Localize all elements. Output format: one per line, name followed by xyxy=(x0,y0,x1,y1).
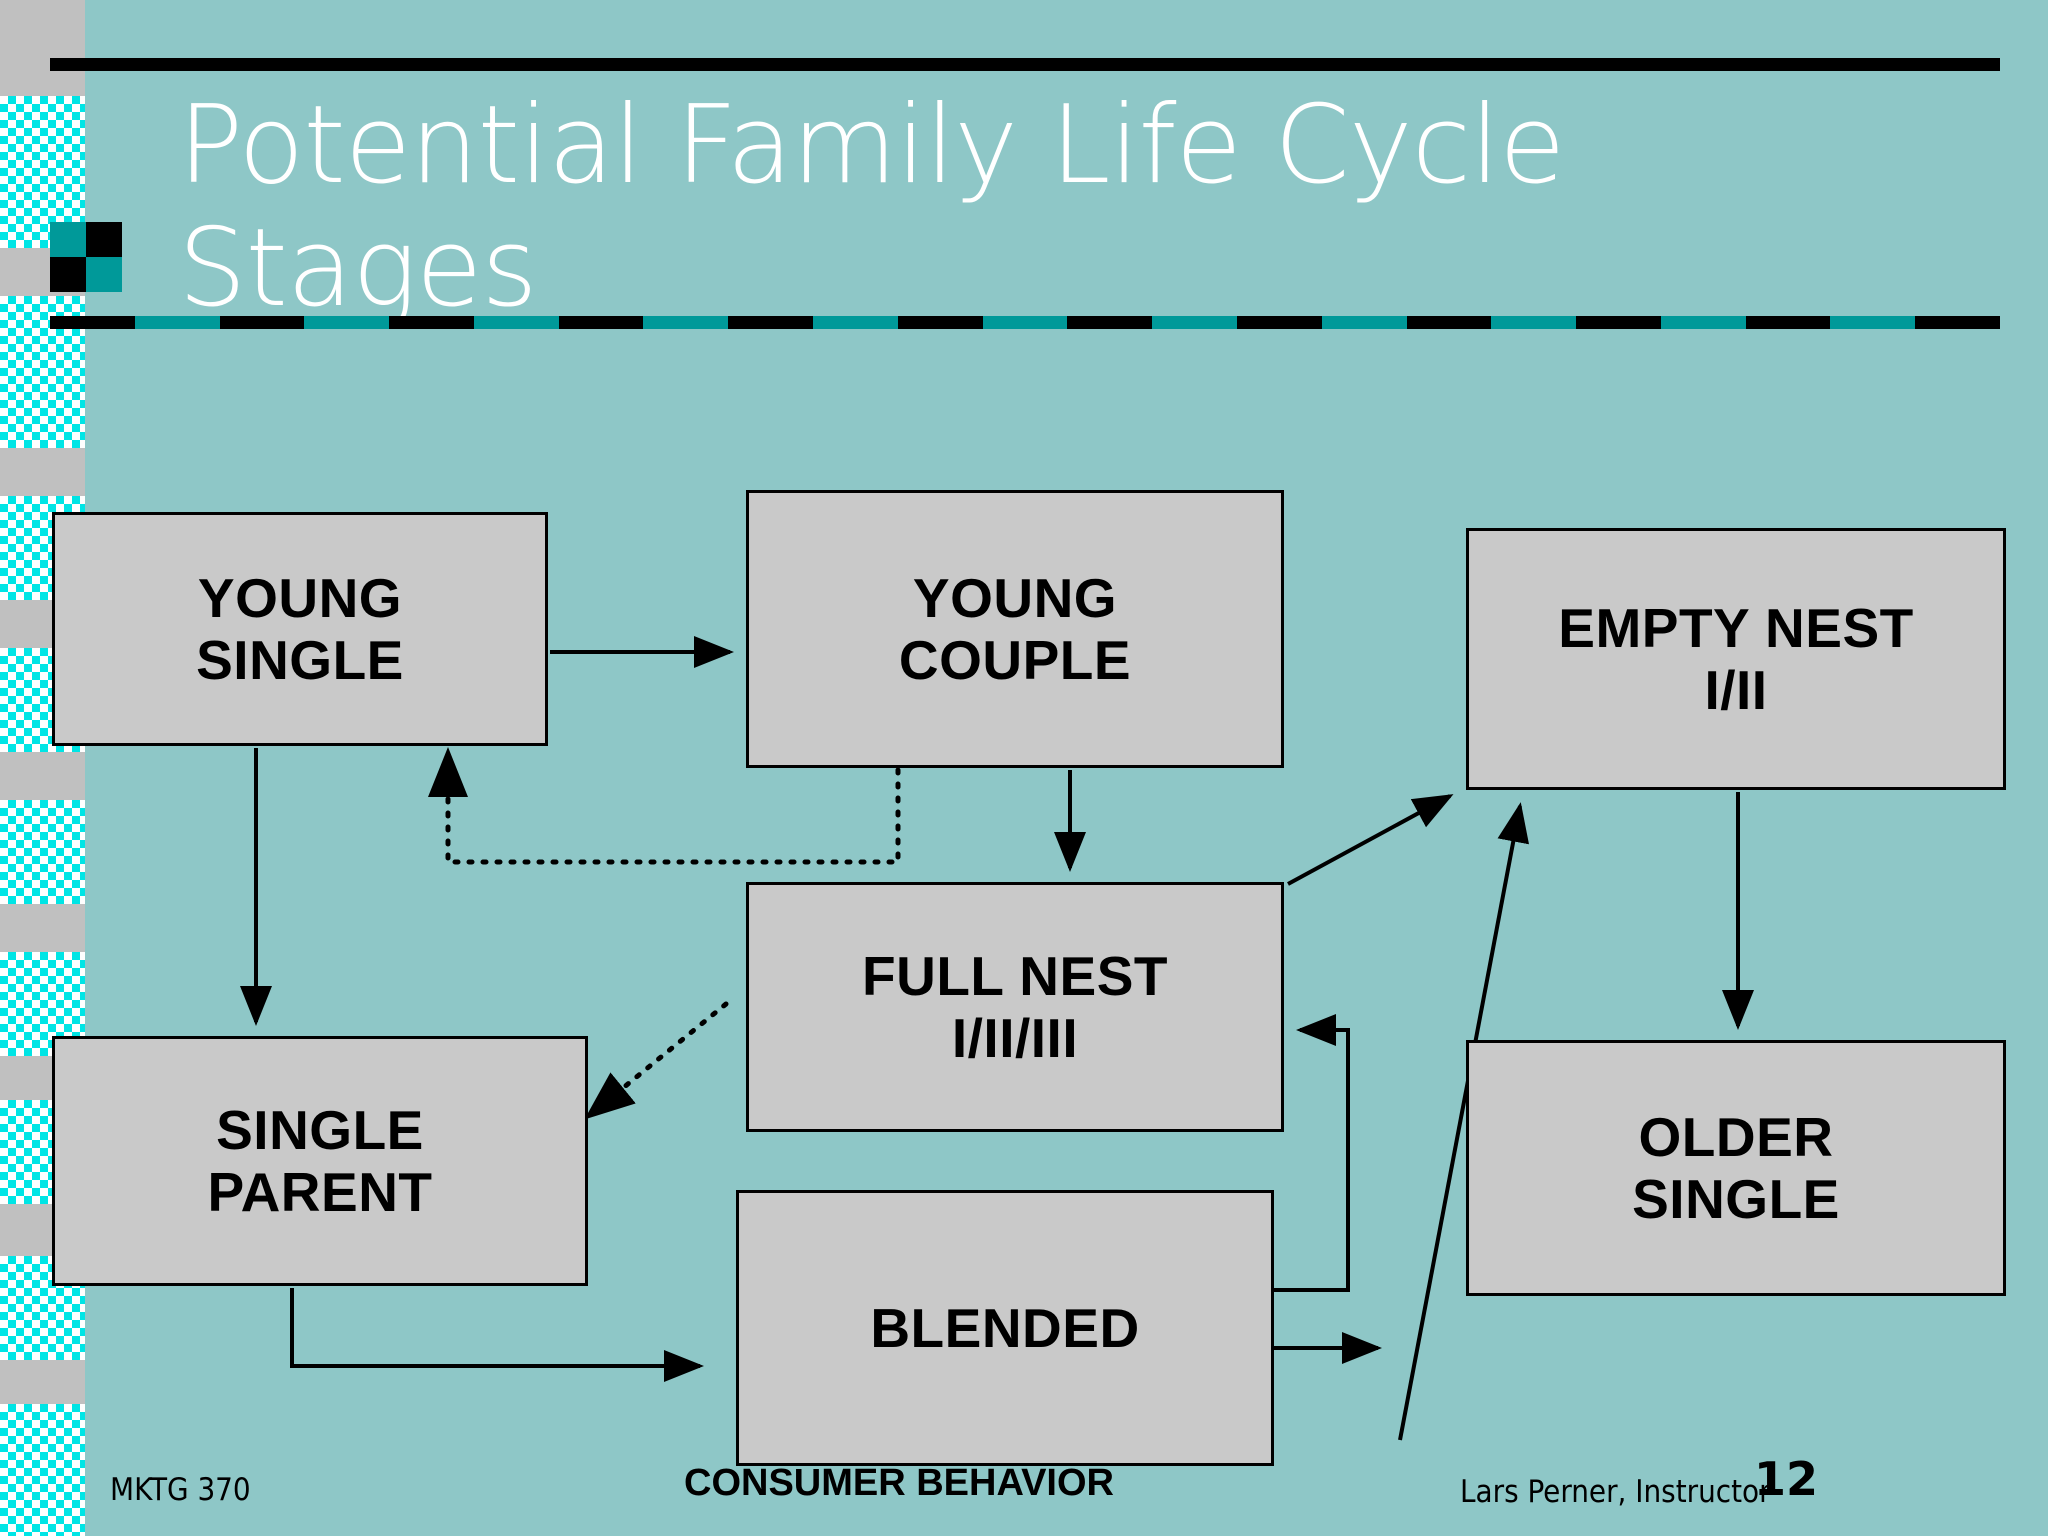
node-label-line: YOUNG xyxy=(912,566,1118,629)
dash-segment-10 xyxy=(897,316,983,329)
dash-segment-3 xyxy=(304,316,390,329)
node-label-line: I/II xyxy=(1704,659,1768,721)
node-label-line: SINGLE xyxy=(216,1098,424,1161)
logo-square-0 xyxy=(50,222,86,257)
edge-young-couple-to-young-single xyxy=(428,747,901,865)
node-label-blended: BLENDED xyxy=(870,1297,1139,1359)
dash-segment-19 xyxy=(1660,316,1746,329)
dash-segment-8 xyxy=(728,316,814,329)
dash-segment-21 xyxy=(1830,316,1916,329)
node-label-line: OLDER xyxy=(1638,1105,1834,1168)
checker-band-7 xyxy=(0,1256,85,1360)
dash-segment-2 xyxy=(219,316,305,329)
dash-segment-7 xyxy=(643,316,729,329)
dash-segment-18 xyxy=(1576,316,1661,329)
dash-segment-1 xyxy=(134,316,220,329)
node-label-line: YOUNG xyxy=(197,566,403,629)
dash-segment-20 xyxy=(1745,316,1831,329)
node-label-line: I/II/III xyxy=(951,1007,1079,1069)
edge-single-parent-to-blended xyxy=(290,1288,704,1382)
dash-segment-4 xyxy=(389,316,474,329)
dash-segment-12 xyxy=(1067,316,1153,329)
dash-segment-13 xyxy=(1152,316,1237,329)
node-label-line: BLENDED xyxy=(870,1296,1140,1359)
node-label-line: SINGLE xyxy=(196,629,404,691)
dash-segment-17 xyxy=(1491,316,1577,329)
node-label-line: EMPTY NEST xyxy=(1558,596,1914,659)
footer-center-label: CONSUMER BEHAVIOR xyxy=(684,1462,1114,1504)
node-blended: BLENDED xyxy=(736,1190,1274,1466)
logo-square-2 xyxy=(50,257,86,292)
node-label-line: SINGLE xyxy=(1632,1168,1840,1230)
title-top-rule xyxy=(50,58,2000,71)
dash-segment-0 xyxy=(50,316,135,329)
dash-segment-14 xyxy=(1236,316,1322,329)
dash-segment-5 xyxy=(473,316,559,329)
node-label-line: PARENT xyxy=(207,1161,433,1223)
dash-segment-9 xyxy=(813,316,898,329)
node-label-line: FULL NEST xyxy=(862,944,1168,1007)
dash-segment-6 xyxy=(558,316,644,329)
edge-blended-to-full-nest xyxy=(1274,1014,1350,1292)
footer-page-number: 12 xyxy=(1754,1452,1819,1506)
checker-band-8 xyxy=(0,1404,85,1536)
checker-band-4 xyxy=(0,800,85,904)
page-title: Potential Family Life Cycle Stages xyxy=(178,83,1565,332)
logo-square-1 xyxy=(86,222,122,257)
title-bottom-dashed-rule xyxy=(50,316,2000,329)
footer-course-label: MKTG 370 xyxy=(110,1472,251,1508)
edge-full-nest-to-single-parent xyxy=(584,1001,729,1120)
footer-author-label: Lars Perner, Instructor xyxy=(1460,1474,1771,1510)
dash-segment-22 xyxy=(1915,316,2000,329)
dash-segment-15 xyxy=(1321,316,1407,329)
checkerboard-logo-icon xyxy=(50,222,122,292)
logo-square-3 xyxy=(86,257,122,292)
node-label-line: COUPLE xyxy=(898,629,1132,691)
edge-full-nest-to-empty-nest xyxy=(1287,794,1454,886)
dash-segment-11 xyxy=(982,316,1068,329)
dash-segment-16 xyxy=(1406,316,1492,329)
